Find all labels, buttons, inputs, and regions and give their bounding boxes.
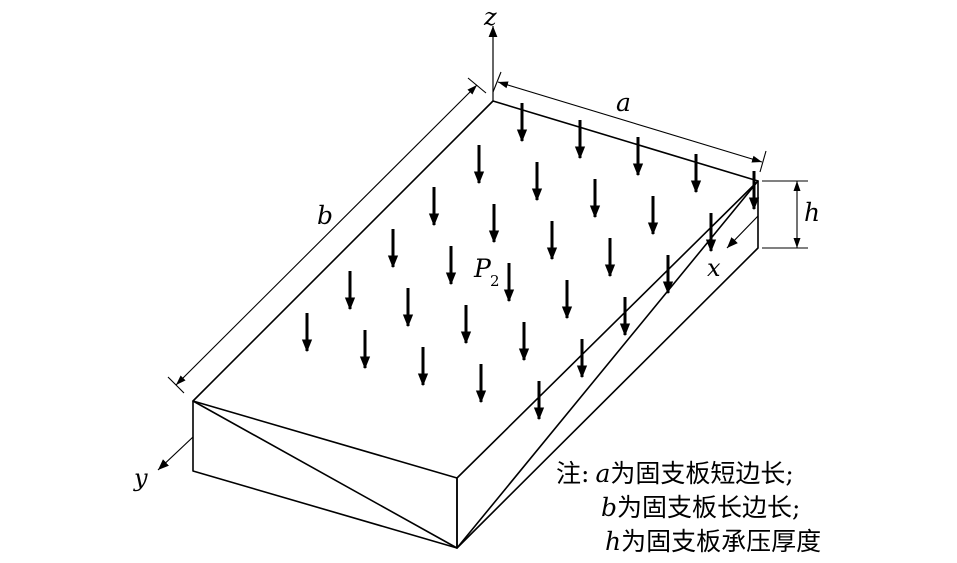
- axes: [157, 26, 759, 471]
- note-line-1-text: 为固支板短边长;: [610, 459, 793, 488]
- dimensions: [167, 71, 808, 394]
- note-line-3-var: h: [605, 527, 621, 556]
- note-line-1-var: a: [595, 459, 610, 488]
- note-line-3: h为固支板承压厚度: [605, 527, 821, 556]
- load-arrows: [301, 103, 760, 421]
- y-axis-label: y: [133, 464, 148, 492]
- note-prefix: 注:: [556, 459, 589, 488]
- load-label: P: [473, 254, 492, 283]
- dim-b-line: [175, 84, 478, 386]
- plate-right-face: [456, 180, 759, 549]
- dim-b-label: b: [317, 201, 333, 230]
- note-line-2-var: b: [601, 493, 617, 522]
- dim-a-tick-start: [492, 71, 502, 93]
- note: 注:a为固支板短边长; b为固支板长边长; h为固支板承压厚度: [556, 459, 821, 556]
- z-axis-label: z: [483, 3, 497, 31]
- dim-h-label: h: [804, 198, 820, 227]
- dim-a-line: [497, 81, 763, 163]
- note-line-1: 注:a为固支板短边长;: [556, 459, 794, 488]
- load-label-subscript: 2: [490, 272, 500, 290]
- note-line-2: b为固支板长边长;: [601, 493, 800, 522]
- dim-a-label: a: [616, 88, 631, 117]
- note-line-3-text: 为固支板承压厚度: [621, 527, 821, 556]
- x-axis-label: x: [707, 254, 721, 282]
- dim-a-tick-end: [759, 150, 767, 173]
- note-line-2-text: 为固支板长边长;: [617, 493, 800, 522]
- x-axis-line: [726, 215, 759, 249]
- y-axis-line: [157, 436, 194, 471]
